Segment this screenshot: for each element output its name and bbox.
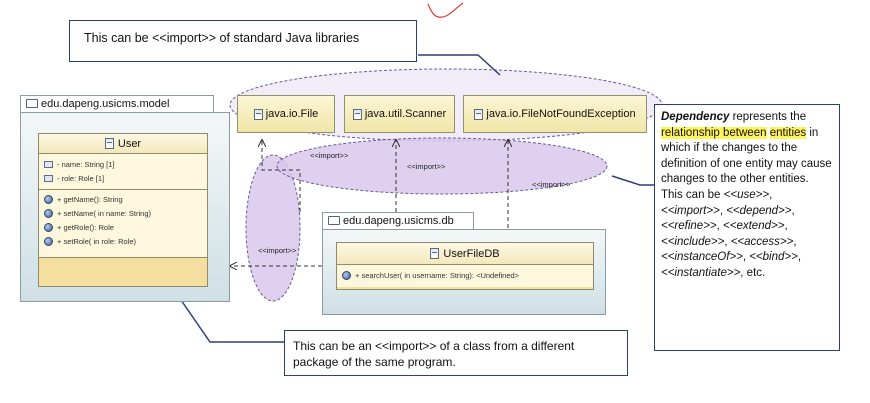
dependency-note: Dependency represents the relationship b… bbox=[654, 104, 840, 351]
user-class-header: User bbox=[39, 134, 207, 154]
user-class-name: User bbox=[117, 137, 142, 150]
operation-row: + setName( in name: String) bbox=[39, 206, 207, 220]
folder-icon bbox=[26, 99, 38, 108]
import-label-mid: <<import>> bbox=[407, 162, 446, 171]
top-callout-text: This can be <<import>> of standard Java … bbox=[84, 31, 360, 45]
operation-row: + getRole(): Role bbox=[39, 220, 207, 234]
import-labels-ellipse bbox=[276, 137, 608, 195]
field-icon bbox=[44, 160, 53, 168]
bottom-callout: This can be an <<import>> of a class fro… bbox=[284, 330, 628, 376]
dependency-arrow-to-file bbox=[262, 140, 301, 212]
userfiledb-class-name: UserFileDB bbox=[443, 247, 500, 260]
method-icon bbox=[44, 236, 53, 246]
attribute-row: - name: String [1] bbox=[39, 157, 207, 171]
class-icon bbox=[474, 108, 484, 120]
highlight-entities: entities bbox=[769, 126, 807, 139]
package-model-tab: edu.dapeng.usicms.model bbox=[20, 95, 214, 113]
user-class[interactable]: User - name: String [1] - role: Role [1]… bbox=[38, 133, 208, 287]
library-java-util-scanner[interactable]: java.util.Scanner bbox=[344, 95, 455, 133]
operation-row: + searchUser( in username: String): <Und… bbox=[337, 268, 593, 282]
class-icon bbox=[352, 108, 362, 120]
user-class-footer bbox=[39, 258, 207, 286]
method-icon bbox=[44, 194, 53, 204]
method-icon bbox=[44, 222, 53, 232]
operation-row: + getName(): String bbox=[39, 192, 207, 206]
method-icon bbox=[342, 270, 351, 280]
class-icon bbox=[104, 138, 114, 149]
top-callout: This can be <<import>> of standard Java … bbox=[69, 20, 417, 62]
top-callout-connector bbox=[418, 54, 501, 76]
side-note-connector bbox=[611, 175, 654, 186]
import-label-lower: <<import>> bbox=[258, 246, 297, 255]
bottom-callout-line1: This can be an <<import>> of a class fro… bbox=[293, 339, 575, 353]
userfiledb-class-header: UserFileDB bbox=[337, 243, 593, 265]
import-label-left: <<import>> bbox=[310, 151, 349, 160]
operation-row: + setRole( in role: Role) bbox=[39, 234, 207, 248]
import-label-right: <<import>> bbox=[532, 180, 571, 189]
dependency-term: Dependency bbox=[661, 111, 730, 123]
userfiledb-class[interactable]: UserFileDB + searchUser( in username: St… bbox=[336, 242, 594, 290]
package-import-ellipse bbox=[245, 154, 301, 302]
attribute-row: - role: Role [1] bbox=[39, 171, 207, 185]
user-class-operations: + getName(): String + setName( in name: … bbox=[39, 190, 207, 258]
class-icon bbox=[253, 108, 263, 120]
library-java-io-filenotfoundexception[interactable]: java.io.FileNotFoundException bbox=[463, 95, 647, 133]
library-java-io-file[interactable]: java.io.File bbox=[237, 95, 335, 133]
folder-icon bbox=[328, 216, 340, 225]
package-db-name: edu.dapeng.usicms.db bbox=[343, 215, 454, 227]
user-class-attributes: - name: String [1] - role: Role [1] bbox=[39, 154, 207, 190]
method-icon bbox=[44, 208, 53, 218]
package-model-name: edu.dapeng.usicms.model bbox=[41, 98, 170, 110]
bottom-callout-line2: package of the same program. bbox=[293, 355, 456, 369]
class-icon bbox=[430, 248, 440, 259]
red-pen-mark bbox=[427, 2, 464, 18]
highlight-relationship: relationship between bbox=[661, 126, 767, 139]
userfiledb-class-operations: + searchUser( in username: String): <Und… bbox=[337, 265, 593, 287]
field-icon bbox=[44, 174, 53, 182]
bottom-callout-connector bbox=[171, 286, 284, 343]
package-db-tab: edu.dapeng.usicms.db bbox=[322, 212, 474, 230]
